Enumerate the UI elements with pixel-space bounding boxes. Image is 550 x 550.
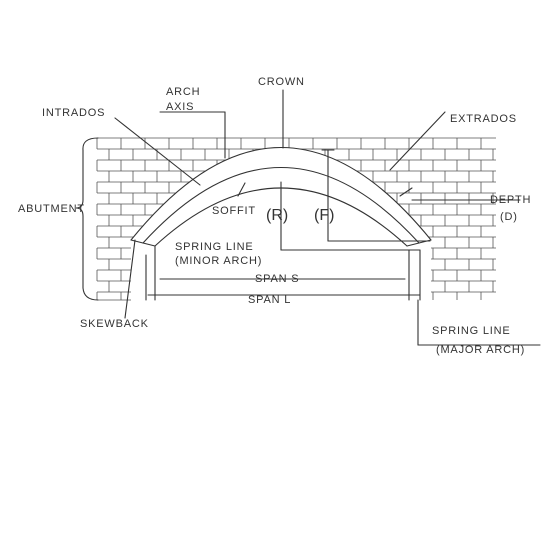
spring-line-minor-label-1: SPRING LINE [175, 241, 254, 253]
spring-line-major-label-2: (MAJOR ARCH) [436, 344, 525, 356]
skewback-label: SKEWBACK [80, 318, 149, 330]
arch-axis-curve [142, 166, 420, 244]
soffit-pointer [237, 182, 246, 197]
arch-axis-label-1: ARCH [166, 86, 200, 98]
arch-axis-label-2: AXIS [166, 101, 194, 113]
intrados-leader [114, 117, 201, 186]
rise-label: (F) [314, 207, 334, 224]
depth-label-1: DEPTH [490, 194, 531, 206]
leader-lines [114, 89, 541, 346]
intrados-label: INTRADOS [42, 107, 105, 119]
extrados-label: EXTRADOS [450, 113, 517, 125]
depth-pointer [399, 187, 413, 197]
radius-label: (R) [266, 207, 288, 224]
spring-line-minor-label-2: (MINOR ARCH) [175, 255, 262, 267]
span-l-label: SPAN L [248, 294, 291, 306]
skewback-leader [124, 239, 136, 319]
depth-label-2: (D) [500, 211, 518, 223]
abutment-brace [75, 137, 99, 301]
abutment-label: ABUTMENT [18, 203, 85, 215]
crown-label: CROWN [258, 76, 305, 88]
extrados-curve [130, 147, 432, 241]
span-s-label: SPAN S [255, 273, 299, 285]
dimension-lines [145, 149, 431, 301]
soffit-label: SOFFIT [212, 205, 256, 217]
spring-line-major-label-1: SPRING LINE [432, 325, 511, 337]
extrados-leader [389, 111, 446, 171]
